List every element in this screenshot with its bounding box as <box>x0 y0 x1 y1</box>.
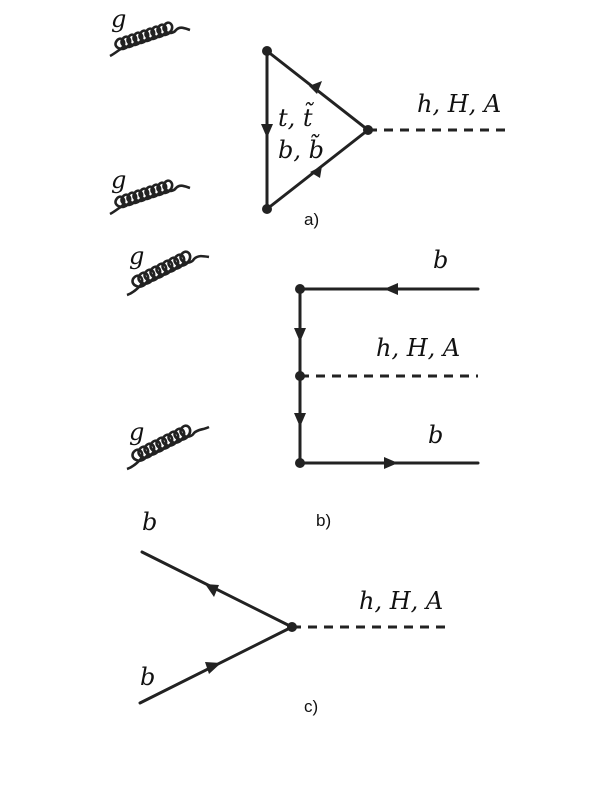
gluon-top-b <box>126 250 210 297</box>
panel-b: g g b h, H, A b b) <box>126 242 480 530</box>
arrow-vert-lower-b <box>294 413 306 427</box>
vertex-c1 <box>287 622 297 632</box>
label-gluon-bottom-a: g <box>111 166 126 194</box>
vertex-a1 <box>262 46 272 56</box>
gluon-bottom-a <box>109 179 191 216</box>
caption-b: b) <box>316 511 331 530</box>
label-quark-bottom-c: b <box>140 663 155 691</box>
gluon-top-a <box>109 21 191 58</box>
vertex-b1 <box>295 284 305 294</box>
caption-a: a) <box>304 210 319 229</box>
label-loop-top: t, t̃ <box>278 101 315 132</box>
label-higgs-b: h, H, A <box>376 334 460 362</box>
vertex-b2 <box>295 371 305 381</box>
arrow-top-a <box>309 81 322 94</box>
vertex-b3 <box>295 458 305 468</box>
vertex-a3 <box>363 125 373 135</box>
label-higgs-a: h, H, A <box>417 90 501 118</box>
arrow-vert-upper-b <box>294 328 306 342</box>
label-gluon-top-a: g <box>111 5 126 33</box>
panel-c: b b h, H, A c) <box>138 508 450 716</box>
label-quark-bottom-b: b <box>428 421 443 449</box>
label-quark-top-c: b <box>142 508 157 536</box>
caption-c: c) <box>304 697 318 716</box>
panel-a: g g t, t̃ b, b̃ h, H, A a) <box>109 5 510 229</box>
arrow-top-b <box>384 283 398 295</box>
vertex-a2 <box>262 204 272 214</box>
label-gluon-bottom-b: g <box>129 418 144 446</box>
arrow-top-c <box>205 584 219 597</box>
arrow-bottom-c <box>205 662 221 674</box>
label-gluon-top-b: g <box>129 242 144 270</box>
arrow-down-a <box>261 124 273 138</box>
arrow-bottom-b <box>384 457 398 469</box>
gluon-bottom-b <box>126 424 210 471</box>
label-quark-top-b: b <box>433 246 448 274</box>
arrow-bottom-a <box>310 166 322 178</box>
label-loop-bottom: b, b̃ <box>278 133 324 164</box>
label-higgs-c: h, H, A <box>359 587 443 615</box>
